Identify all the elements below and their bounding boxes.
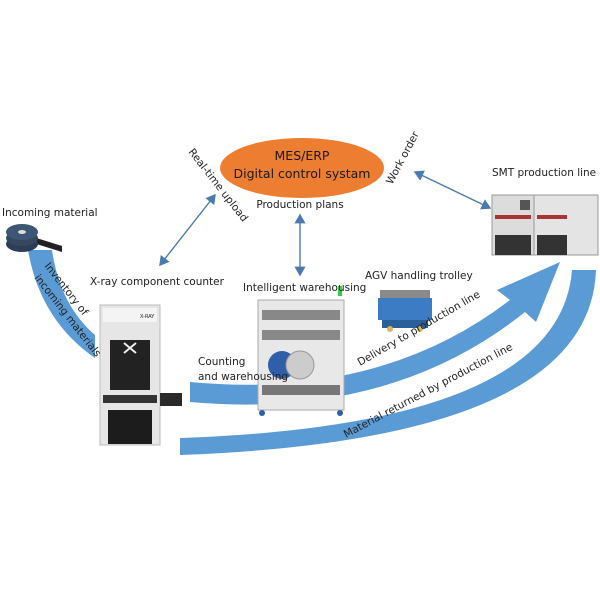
work-order-arrow (413, 170, 492, 210)
work-order-label: Work order (384, 129, 422, 186)
smt-production-line (491, 194, 599, 256)
real-time-upload-arrow (159, 193, 216, 267)
xray-counter-label: X-ray component counter (90, 276, 225, 288)
incoming-material-label: Incoming material (2, 207, 98, 219)
intelligent-warehouse-rack (257, 286, 345, 416)
smt-line-label: SMT production line (492, 167, 596, 179)
agv-trolley-label: AGV handling trolley (365, 270, 473, 282)
reel-stack-icon (6, 224, 62, 252)
delivery-flow-band (190, 262, 560, 405)
production-plans-label: Production plans (256, 199, 343, 211)
return-flow-band (180, 270, 596, 455)
intelligent-warehousing-label: Intelligent warehousing (243, 282, 366, 294)
mes-erp-ellipse (220, 138, 384, 198)
agv-trolley (378, 290, 432, 332)
mes-title: MES/ERP (275, 148, 330, 163)
counting-label-2: and warehousing (198, 371, 288, 383)
incoming-flow-band (28, 250, 95, 358)
counting-label-1: Counting (198, 356, 245, 368)
mes-subtitle: Digital control systam (234, 166, 371, 181)
xray-brand-text: X-RAY (140, 314, 155, 320)
xray-counter-machine: X-RAY (99, 304, 182, 446)
